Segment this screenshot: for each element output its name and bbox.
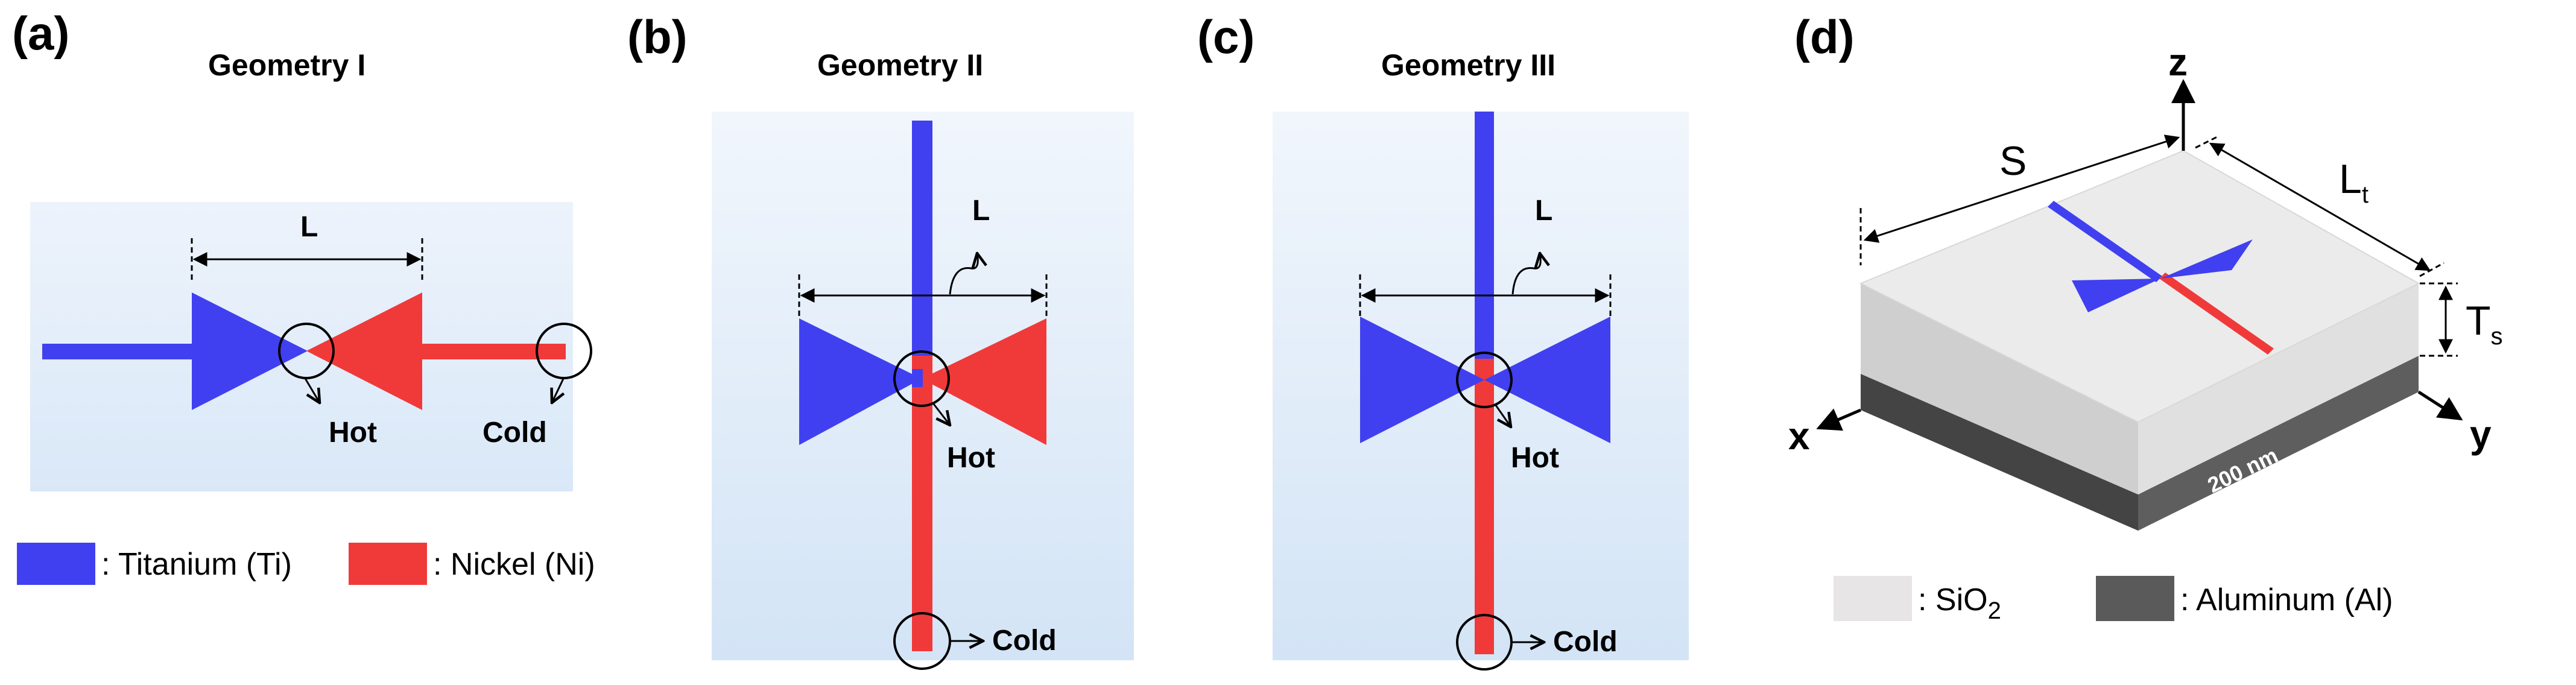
panel-d-y-label: y [2470, 412, 2492, 456]
panel-c-cold-circle [1456, 614, 1513, 671]
panel-a-ni-strip [421, 344, 566, 359]
panel-d-tag: (d) [1794, 10, 1855, 63]
panel-d-x-axis [1816, 408, 1861, 431]
panel-a-ni-triangle [306, 292, 422, 410]
panel-d-ts-sub: s [2491, 323, 2503, 350]
panel-a-ti-triangle [192, 292, 308, 410]
panel-a-hot-pointer [303, 377, 320, 403]
panel-c-length-pointer [1511, 253, 1540, 295]
panel-b-cold-label: Cold [992, 625, 1057, 657]
legend-sio2-label: : SiO2 [1918, 582, 2001, 624]
panel-d-ni-rod [2159, 273, 2274, 355]
panel-d-left-triangle [2072, 279, 2160, 312]
legend-aluminum-swatch [2096, 576, 2174, 621]
panel-c-cold-label: Cold [1553, 626, 1618, 658]
panel-c-title: Geometry III [1381, 48, 1555, 82]
panel-d-y-axis [2417, 390, 2463, 421]
panel-a-ti-strip [42, 344, 193, 359]
panel-b-ti-triangle [799, 318, 922, 445]
legend-sio2-subscript: 2 [1988, 598, 2001, 624]
panel-a-cold-pointer [552, 377, 565, 403]
panel-b-hot-circle [893, 350, 950, 407]
panel-a-hot-label: Hot [329, 417, 377, 449]
panel-b-hot-pointer [932, 403, 950, 425]
panel-c-left-triangle [1360, 317, 1484, 443]
panel-b-junction-ti [912, 369, 923, 387]
legend-titanium-label: : Titanium (Ti) [101, 547, 292, 582]
panel-d-aluminum-front [1861, 374, 2138, 531]
panel-a-tag: (a) [12, 7, 69, 60]
panel-d-x-label: x [1788, 414, 1810, 458]
panel-d-z-label: z [2168, 40, 2188, 84]
panel-c-hot-circle [1456, 352, 1513, 408]
panel-d-lt-tick-top [2195, 134, 2220, 149]
panel-d-lt-arrow [2209, 142, 2431, 271]
legend-titanium-swatch [17, 543, 95, 585]
panel-a-title: Geometry I [208, 48, 366, 82]
panel-d-sio2-front [1861, 283, 2138, 494]
panel-b-title: Geometry II [817, 48, 983, 82]
panel-b-hot-label: Hot [947, 442, 995, 474]
legend-sio2-prefix: : SiO [1918, 582, 1988, 617]
panel-c-ti-rod [1475, 112, 1494, 359]
legend-aluminum-label: : Aluminum (Al) [2180, 582, 2393, 617]
panel-d-s-label: S [1999, 138, 2027, 184]
panel-d-ts-label: Ts [2466, 298, 2503, 350]
panel-b: (b) Geometry II L Hot Cold [627, 10, 1134, 670]
panel-b-length-pointer [949, 253, 978, 295]
panel-c: (c) Geometry III L Hot Cold [1197, 10, 1689, 671]
legend-left: : Titanium (Ti) : Nickel (Ni) [17, 543, 595, 585]
panel-c-hot-pointer [1495, 405, 1511, 427]
panel-b-length-label: L [972, 195, 990, 227]
panel-b-ti-rod [912, 121, 932, 356]
panel-d-ts-main: T [2466, 298, 2491, 344]
panel-c-tag: (c) [1197, 10, 1255, 63]
panel-d: (d) z x y S Lt Ts [1788, 10, 2503, 531]
panel-d-lt-label: Lt [2339, 156, 2369, 208]
legend-nickel-swatch [349, 543, 427, 585]
panel-b-tag: (b) [627, 10, 688, 63]
panel-d-s-arrow [1863, 134, 2180, 243]
panel-d-lt-tick-bottom [2419, 262, 2445, 277]
legend-sio2-swatch [1834, 576, 1912, 621]
panel-d-lt-main: L [2339, 156, 2362, 202]
panel-c-length-label: L [1535, 195, 1552, 227]
panel-d-sio2-right [2138, 283, 2419, 494]
panel-a-length-label: L [300, 211, 318, 243]
panel-b-ni-rod [912, 356, 932, 651]
panel-a-hot-circle [278, 323, 335, 379]
panel-c-ni-rod [1475, 359, 1494, 654]
panel-b-cold-circle [893, 612, 951, 670]
panel-d-lt-sub: t [2362, 182, 2369, 208]
panel-d-aluminum-right [2138, 356, 2419, 531]
legend-right: : SiO2 : Aluminum (Al) [1834, 576, 2393, 624]
panel-a-cold-label: Cold [483, 417, 547, 449]
panel-b-ni-triangle [922, 318, 1046, 445]
panel-c-right-triangle [1484, 317, 1610, 443]
panel-c-hot-label: Hot [1511, 442, 1559, 474]
legend-nickel-label: : Nickel (Ni) [433, 547, 595, 582]
panel-a: (a) Geometry I L Hot Cold [12, 7, 592, 491]
